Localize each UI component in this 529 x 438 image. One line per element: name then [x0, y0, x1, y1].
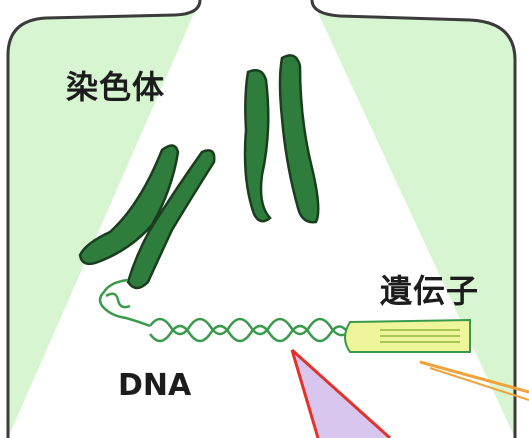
gene-label: 遺伝子: [380, 266, 479, 312]
gene-segment: [345, 320, 470, 352]
chromosome-label: 染色体: [66, 62, 165, 108]
chromosome-pair: [245, 55, 318, 222]
zoom-pointer: [292, 350, 390, 438]
dna-label: DNA: [118, 368, 191, 403]
